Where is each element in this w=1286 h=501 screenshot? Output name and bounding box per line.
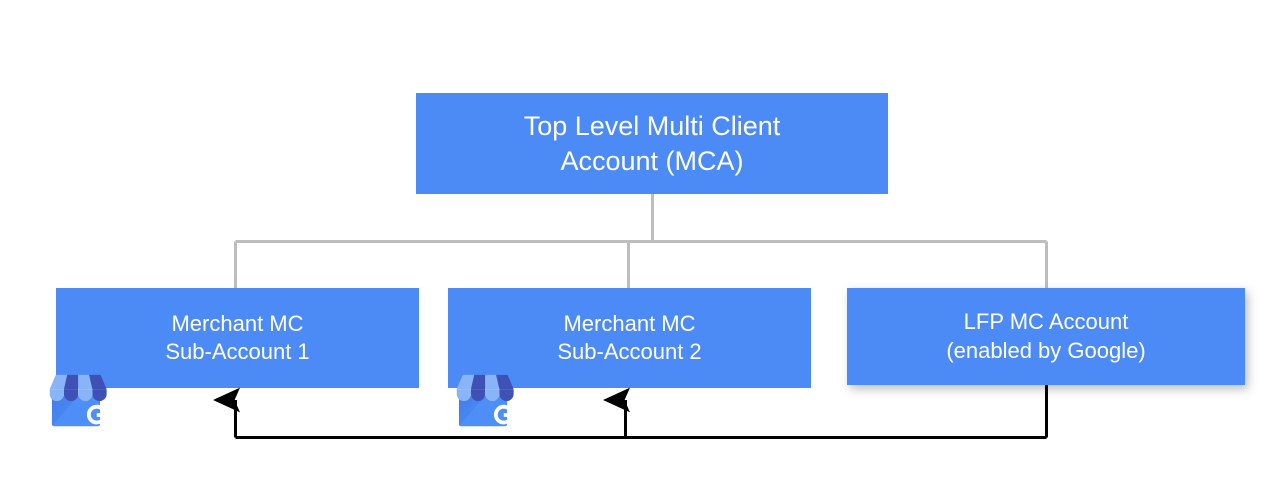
node-merchant-sub-account-2-label: Merchant MC Sub-Account 2	[557, 310, 702, 364]
node-lfp-mc-account-label: LFP MC Account (enabled by Google)	[946, 309, 1146, 363]
node-merchant-sub-account-1[interactable]: Merchant MC Sub-Account 1	[56, 288, 419, 388]
google-g-glyph	[493, 404, 514, 425]
node-top-level-mca[interactable]: Top Level Multi Client Account (MCA)	[416, 93, 888, 194]
node-merchant-sub-account-1-label: Merchant MC Sub-Account 1	[165, 310, 310, 364]
google-my-business-icon	[49, 374, 107, 427]
google-g-glyph	[86, 404, 107, 425]
node-top-level-mca-label: Top Level Multi Client Account (MCA)	[523, 110, 781, 176]
google-my-business-icon	[456, 374, 514, 427]
node-merchant-sub-account-2[interactable]: Merchant MC Sub-Account 2	[448, 288, 811, 388]
node-lfp-mc-account[interactable]: LFP MC Account (enabled by Google)	[847, 288, 1245, 385]
